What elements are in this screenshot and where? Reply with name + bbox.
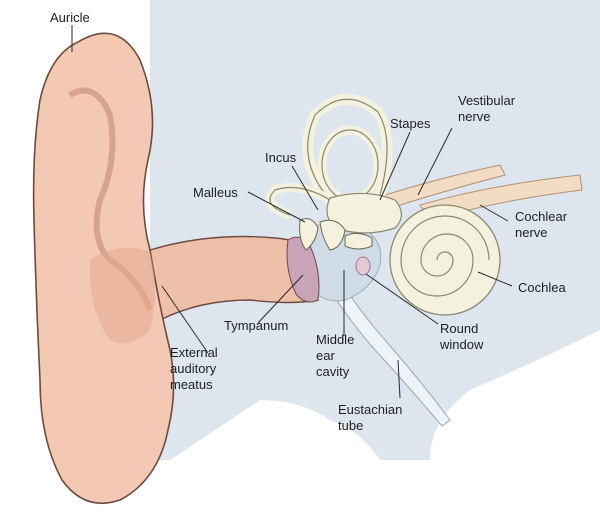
vestibular-nerve-shape (369, 164, 506, 213)
label-vestibular-nerve-line2: nerve (458, 109, 491, 124)
label-incus: Incus (265, 150, 297, 165)
malleus-bone (299, 218, 319, 251)
label-eustachian-tube-line2: tube (338, 418, 363, 433)
label-malleus: Malleus (193, 185, 238, 200)
label-eustachian-tube-line1: Eustachian (338, 402, 402, 417)
leader-lines (71, 25, 513, 399)
round-window-shape (355, 256, 371, 276)
label-middle-ear-cavity-line3: cavity (316, 364, 350, 379)
cochlea-shape (389, 204, 501, 316)
label-round-window-line1: Round (440, 321, 478, 336)
ossicles (299, 218, 373, 251)
incus-bone (319, 219, 346, 251)
label-external-auditory-meatus-line2: auditory (170, 361, 217, 376)
label-cochlear-nerve-line1: Cochlear (515, 209, 568, 224)
label-round-window-line2: window (439, 337, 484, 352)
label-external-auditory-meatus-line1: External (170, 345, 218, 360)
label-vestibular-nerve-line1: Vestibular (458, 93, 516, 108)
auricle-concha (89, 247, 155, 344)
label-cochlear-nerve-line2: nerve (515, 225, 548, 240)
label-cochlea: Cochlea (518, 280, 566, 295)
stapes-bone (344, 232, 373, 250)
label-tympanum: Tympanum (224, 318, 288, 333)
label-middle-ear-cavity-line2: ear (316, 348, 335, 363)
label-auricle: Auricle (50, 10, 90, 25)
label-external-auditory-meatus-line3: meatus (170, 377, 213, 392)
label-middle-ear-cavity-line1: Middle (316, 332, 354, 347)
label-stapes: Stapes (390, 116, 431, 131)
eustachian-tube-shape (319, 261, 451, 427)
